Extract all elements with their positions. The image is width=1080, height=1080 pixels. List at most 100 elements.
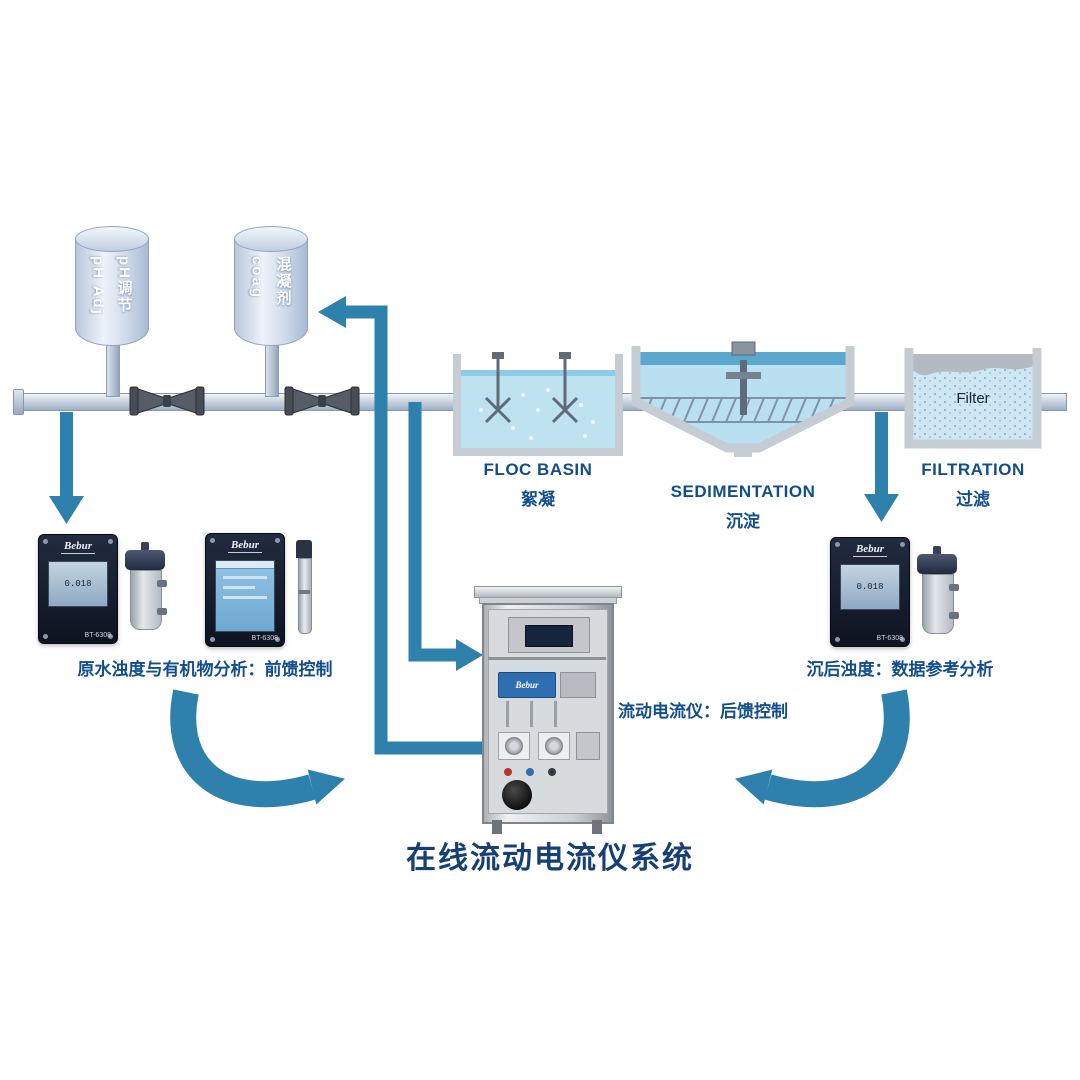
sensor-connector bbox=[141, 542, 149, 551]
probe-cap bbox=[296, 540, 312, 558]
screw-icon bbox=[275, 538, 280, 543]
probe-body bbox=[298, 558, 312, 634]
bebur-logo: Bebur bbox=[39, 540, 117, 554]
tubing bbox=[554, 701, 557, 727]
coag-tank-label: coag 混凝剂 bbox=[234, 256, 308, 307]
screw-icon bbox=[900, 542, 905, 547]
screw-icon bbox=[43, 539, 48, 544]
screw-icon bbox=[210, 637, 215, 642]
sensor-nozzle bbox=[949, 584, 959, 591]
analyzer-screen: 0.018 bbox=[840, 564, 900, 610]
bebur-module: Bebur bbox=[498, 672, 556, 698]
filter-media-label: Filter bbox=[956, 390, 990, 408]
sensor-nozzle bbox=[157, 580, 167, 587]
floc-basin-icon bbox=[453, 352, 623, 456]
turbidity-sensor bbox=[123, 542, 167, 640]
tubing bbox=[530, 701, 533, 727]
pump-icon bbox=[538, 732, 570, 760]
coag-tank-label-zh: 混凝剂 bbox=[274, 256, 292, 307]
screw-icon bbox=[835, 542, 840, 547]
valve-knob-icon bbox=[548, 768, 556, 776]
analyzer-reading: 0.018 bbox=[856, 582, 884, 592]
analyzer-touchscreen bbox=[215, 560, 275, 632]
controller-screen bbox=[525, 625, 573, 647]
cabinet-shelf bbox=[488, 657, 606, 660]
probe-ring bbox=[298, 590, 310, 594]
raw-sample-down-arrow-icon bbox=[49, 412, 84, 524]
settled-water-annotation: 沉后浊度：数据参考分析 bbox=[806, 660, 994, 679]
tank-body bbox=[75, 238, 149, 346]
pipe-end-cap bbox=[13, 389, 24, 415]
dosing-valve-icon bbox=[284, 383, 360, 419]
coag-tank-label-en: coag bbox=[248, 256, 266, 300]
tubing bbox=[506, 701, 509, 727]
ph-tank-label-zh: pH调节 bbox=[115, 256, 133, 314]
filtration-basin: Filter bbox=[903, 344, 1043, 454]
analyzer-model: BT-6308 bbox=[876, 635, 903, 642]
valve-block bbox=[576, 732, 600, 760]
floc-basin bbox=[453, 350, 623, 458]
bebur-logo: Bebur bbox=[831, 543, 909, 557]
touchscreen-line bbox=[223, 586, 255, 589]
ph-tank-label-en: pH Adj bbox=[89, 256, 107, 316]
touchscreen-line bbox=[223, 596, 267, 599]
streaming-current-analyzer-cabinet: Bebur bbox=[474, 586, 622, 836]
sensor-body bbox=[130, 570, 162, 630]
floc-basin-label-zh: 絮凝 bbox=[521, 490, 555, 509]
ph-tank-label: pH Adj pH调节 bbox=[75, 256, 149, 316]
cable-coil-icon bbox=[502, 780, 532, 810]
cabinet-leg bbox=[592, 820, 602, 834]
sensor-connector bbox=[933, 546, 941, 555]
sedimentation-basin bbox=[628, 340, 858, 465]
touchscreen-line bbox=[223, 576, 267, 579]
tank-body bbox=[234, 238, 308, 346]
screw-icon bbox=[275, 637, 280, 642]
sensor-nozzle bbox=[157, 608, 167, 615]
sensor-nozzle bbox=[949, 612, 959, 619]
raw-water-turbidity-analyzer: Bebur 0.018 BT-6308 bbox=[38, 534, 118, 644]
floc-basin-label: FLOC BASIN 絮凝 bbox=[453, 460, 623, 510]
screw-icon bbox=[43, 634, 48, 639]
sedimentation-basin-icon bbox=[631, 341, 855, 457]
analyzer-model: BT-6308 bbox=[84, 632, 111, 639]
screw-icon bbox=[835, 637, 840, 642]
sedimentation-label-en: SEDIMENTATION bbox=[670, 482, 816, 501]
analyzer-reading: 0.018 bbox=[64, 579, 92, 589]
analyzer-model: BT-6308 bbox=[251, 635, 278, 642]
page-title: 在线流动电流仪系统 bbox=[406, 842, 694, 875]
settled-sample-down-arrow-icon bbox=[864, 412, 899, 522]
dosing-valve-icon bbox=[129, 383, 205, 419]
screw-icon bbox=[210, 538, 215, 543]
ph-tank-stem bbox=[106, 344, 120, 397]
streaming-current-annotation: 流动电流仪：后馈控制 bbox=[618, 702, 788, 721]
valve-knob-icon bbox=[504, 768, 512, 776]
coagulant-dosing-tank: coag 混凝剂 bbox=[234, 226, 308, 346]
sensor-cap bbox=[917, 554, 957, 574]
sensor-cap bbox=[125, 550, 165, 570]
filtration-label-en: FILTRATION bbox=[921, 460, 1025, 479]
sedimentation-label-zh: 沉淀 bbox=[726, 512, 760, 531]
tank-lid bbox=[234, 226, 308, 252]
electronics-module bbox=[560, 672, 596, 698]
touchscreen-titlebar bbox=[216, 561, 274, 569]
bebur-logo: Bebur bbox=[206, 539, 284, 553]
filtration-basin-icon bbox=[904, 348, 1042, 449]
floc-basin-label-en: FLOC BASIN bbox=[483, 460, 593, 479]
screw-icon bbox=[900, 637, 905, 642]
screw-icon bbox=[108, 539, 113, 544]
turbidity-sensor bbox=[915, 546, 959, 644]
settled-water-turbidity-analyzer: Bebur 0.018 BT-6308 bbox=[830, 537, 910, 647]
coag-tank-stem bbox=[265, 344, 279, 397]
filtration-label-zh: 过滤 bbox=[956, 490, 990, 509]
filtration-label: FILTRATION 过滤 bbox=[903, 460, 1043, 510]
tank-lid bbox=[75, 226, 149, 252]
valve-knob-icon bbox=[526, 768, 534, 776]
analyzer-screen: 0.018 bbox=[48, 561, 108, 607]
feedforward-cycle-arrow-icon bbox=[170, 689, 345, 808]
immersion-probe bbox=[296, 540, 312, 636]
sensor-body bbox=[922, 574, 954, 634]
ph-dosing-tank: pH Adj pH调节 bbox=[75, 226, 149, 346]
screw-icon bbox=[108, 634, 113, 639]
